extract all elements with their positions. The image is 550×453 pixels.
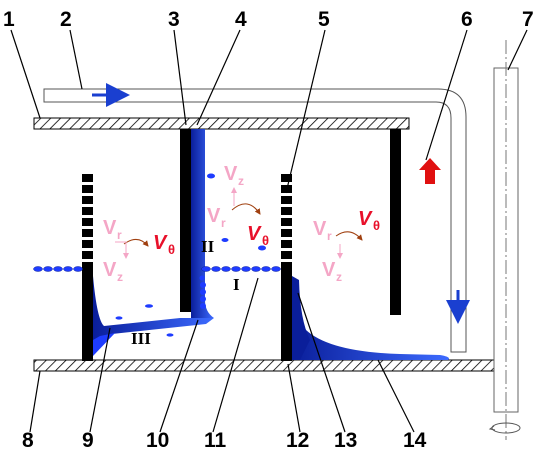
vz-label-left: V <box>103 259 117 281</box>
central-baffle <box>180 129 191 312</box>
vtheta-label-center: V <box>247 223 262 245</box>
label-4: 4 <box>235 8 247 31</box>
label-7: 7 <box>522 8 534 31</box>
velocity-group-center: V z V r V θ <box>207 163 269 248</box>
liquid-film-right <box>292 276 449 360</box>
label-8: 8 <box>22 429 34 452</box>
droplets-middle-row <box>201 266 281 272</box>
liquid-film-left <box>93 276 214 345</box>
label-13: 13 <box>334 429 357 452</box>
label-14: 14 <box>403 429 427 452</box>
vz-label-center: V <box>224 163 238 185</box>
label-3: 3 <box>168 8 180 31</box>
vr-label-right: V <box>313 218 327 240</box>
liquid-film-left-bottom <box>93 333 115 356</box>
vr-label-center: V <box>207 205 221 227</box>
vtheta-label-right: V <box>358 208 373 230</box>
vtheta-sub-right: θ <box>373 218 380 233</box>
liquid-film-right-dark <box>292 276 310 360</box>
label-6: 6 <box>461 8 473 31</box>
leader-lines <box>10 29 528 433</box>
velocity-group-left: V r V z V θ <box>103 217 175 284</box>
vz-label-right: V <box>322 259 336 281</box>
zone-label-I: I <box>233 275 240 294</box>
label-11: 11 <box>204 429 227 452</box>
zone-label-II: II <box>201 237 215 256</box>
vtheta-sub-left: θ <box>168 242 175 257</box>
label-1: 1 <box>3 8 15 31</box>
left-baffle-solid <box>82 271 93 361</box>
label-2: 2 <box>60 8 72 31</box>
label-12: 12 <box>286 429 309 452</box>
right-baffle <box>390 129 401 315</box>
label-5: 5 <box>318 8 330 31</box>
film-ripples <box>199 275 206 309</box>
top-plate <box>33 117 410 130</box>
label-10: 10 <box>146 429 169 452</box>
vtheta-label-left: V <box>153 232 168 254</box>
liquid-film-central <box>191 129 214 318</box>
rotation-arrow-icon <box>488 425 496 431</box>
middle-baffle-solid <box>281 271 292 361</box>
zone-label-III: III <box>131 329 151 348</box>
velocity-group-right: V r V z V θ <box>313 208 380 284</box>
left-baffle-perforations <box>82 174 93 271</box>
vz-sub-center: z <box>238 174 244 188</box>
vr-sub-right: r <box>327 229 332 243</box>
feed-pipe <box>43 88 467 353</box>
vz-sub-left: z <box>117 270 123 284</box>
droplets-scattered <box>115 173 266 337</box>
vr-sub-center: r <box>221 216 226 230</box>
label-9: 9 <box>82 429 94 452</box>
up-arrow-icon <box>419 158 441 184</box>
droplets-left-row <box>33 266 83 272</box>
vr-sub-left: r <box>117 228 122 242</box>
vr-label-left: V <box>103 217 117 239</box>
middle-baffle-perforations <box>281 174 292 271</box>
vz-sub-right: z <box>336 270 342 284</box>
vtheta-sub-center: θ <box>262 233 269 248</box>
